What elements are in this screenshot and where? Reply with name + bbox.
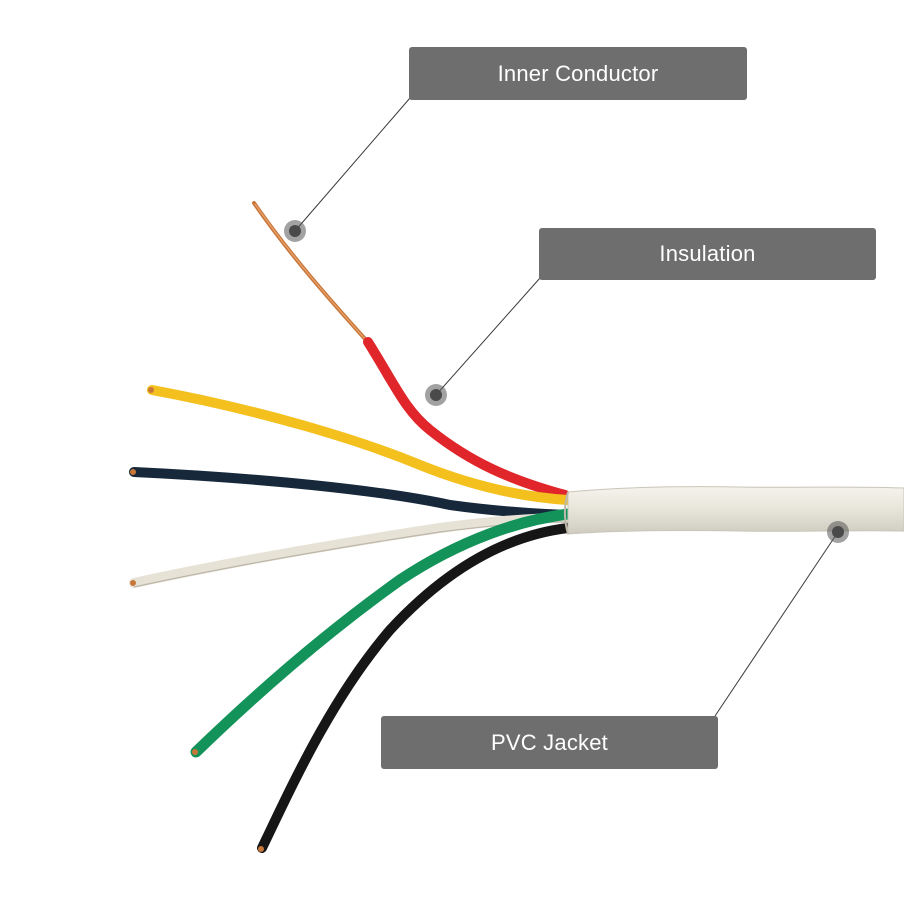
copper-conductor-highlight: [254, 203, 367, 341]
white-wire-tip: [130, 580, 136, 586]
insulation-marker-core: [430, 389, 442, 401]
black-wire-tip: [258, 846, 264, 852]
pvc-jacket: [567, 486, 904, 535]
yellow-wire-tip: [148, 387, 154, 393]
insulation-label-text: Insulation: [659, 241, 756, 266]
pvc-jacket-label: PVC Jacket: [381, 716, 718, 769]
yellow-wire: [147, 385, 573, 505]
jacket-marker-core: [832, 526, 844, 538]
insulation-leader-line: [435, 277, 541, 396]
navy-wire: [129, 467, 573, 520]
green-wire-tip: [192, 749, 198, 755]
pvc-jacket-label-text: PVC Jacket: [491, 729, 608, 755]
copper-conductor: [252, 201, 368, 342]
conductor-leader-line: [294, 97, 411, 232]
insulation-label: Insulation: [539, 228, 876, 280]
pvc-jacket-end: [564, 491, 569, 535]
green-wire: [190, 508, 574, 758]
conductor-marker-core: [289, 225, 301, 237]
inner-conductor-label: Inner Conductor: [409, 47, 747, 100]
red-wire: [363, 337, 570, 500]
black-wire: [257, 523, 573, 853]
navy-wire-tip: [130, 469, 136, 475]
inner-conductor-label-text: Inner Conductor: [497, 60, 659, 86]
jacket-leader-line: [714, 531, 839, 717]
